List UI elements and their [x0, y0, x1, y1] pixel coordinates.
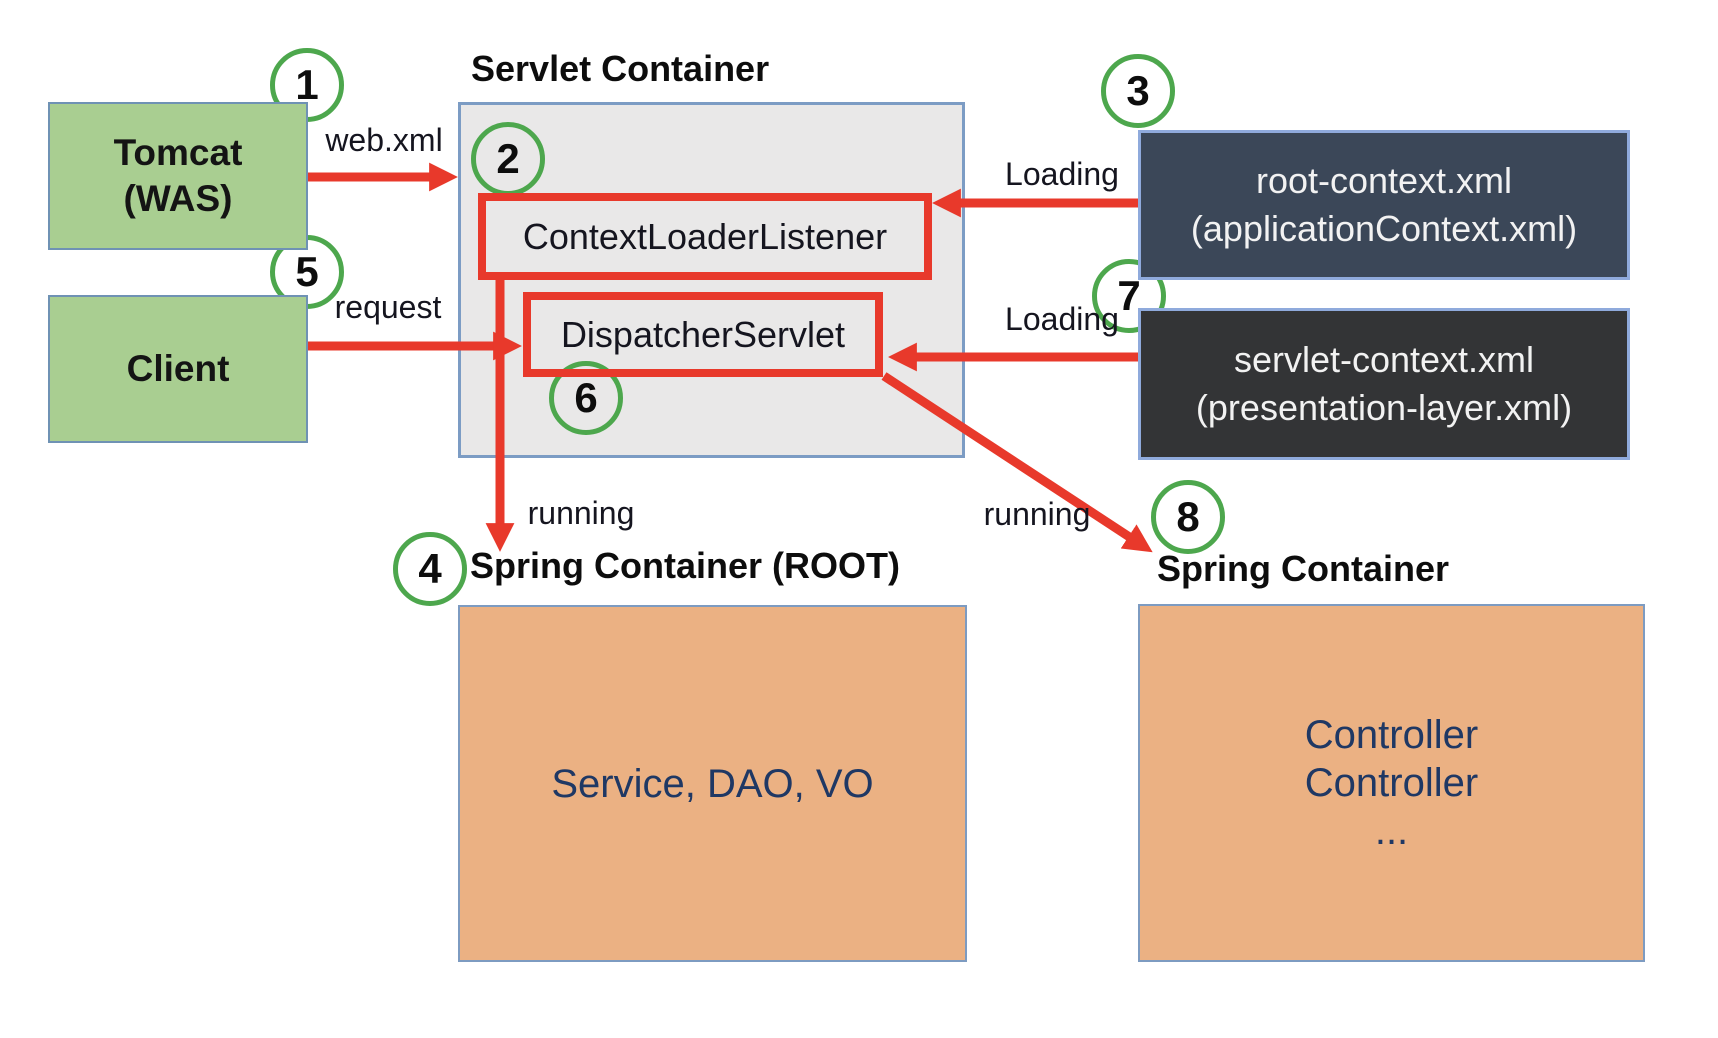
client-node: Client	[48, 295, 308, 443]
step-number: 8	[1176, 493, 1200, 540]
servlet-context-line2: (presentation-layer.xml)	[1195, 387, 1573, 428]
step-number: 1	[295, 61, 319, 108]
tomcat-label-line2: (WAS)	[123, 178, 233, 219]
spring-container-line2: Controller	[1304, 761, 1479, 805]
tomcat-node: Tomcat (WAS)	[48, 102, 308, 250]
web-xml-label: web.xml	[325, 122, 443, 158]
request-label: request	[334, 289, 442, 325]
step-circle-7: 7	[1092, 259, 1166, 333]
step-circle-3: 3	[1101, 54, 1175, 128]
loading-bottom-label: Loading	[1005, 301, 1119, 337]
step-number: 2	[496, 135, 520, 182]
spring-container-title: Spring Container	[1157, 548, 1450, 589]
step-number: 7	[1117, 272, 1141, 319]
dispatcher-servlet-label: DispatcherServlet	[560, 313, 846, 355]
root-context-line1: root-context.xml	[1255, 160, 1513, 201]
context-loader-listener-label: ContextLoaderListener	[522, 215, 888, 257]
running-right-label: running	[983, 496, 1091, 532]
step-number: 6	[574, 374, 598, 421]
client-label: Client	[126, 348, 230, 389]
spring-container-root-node: Service, DAO, VO	[458, 605, 967, 962]
spring-container-line3: ...	[1374, 809, 1409, 853]
servlet-context-line1: servlet-context.xml	[1233, 339, 1535, 380]
context-loader-listener-node: ContextLoaderListener	[478, 193, 932, 280]
step-number: 4	[418, 545, 442, 592]
root-context-node: root-context.xml (applicationContext.xml…	[1138, 130, 1630, 280]
step-circle-8: 8	[1151, 480, 1225, 554]
spring-container-line1: Controller	[1304, 713, 1479, 757]
step-circle-4: 4	[393, 532, 467, 606]
spring-root-content: Service, DAO, VO	[551, 761, 874, 806]
root-context-line2: (applicationContext.xml)	[1190, 208, 1578, 249]
dispatcher-servlet-node: DispatcherServlet	[523, 292, 883, 377]
step-circle-6: 6	[549, 361, 623, 435]
loading-top-label: Loading	[1005, 156, 1119, 192]
running-left-label: running	[527, 495, 635, 531]
tomcat-label-line1: Tomcat	[113, 132, 243, 173]
spring-container-root-title: Spring Container (ROOT)	[470, 545, 900, 586]
spring-container-node: Controller Controller ...	[1138, 604, 1645, 962]
step-circle-2: 2	[471, 122, 545, 196]
servlet-context-node: servlet-context.xml (presentation-layer.…	[1138, 308, 1630, 460]
servlet-container-title: Servlet Container	[471, 48, 770, 89]
step-number: 3	[1126, 67, 1150, 114]
step-number: 5	[295, 248, 319, 295]
